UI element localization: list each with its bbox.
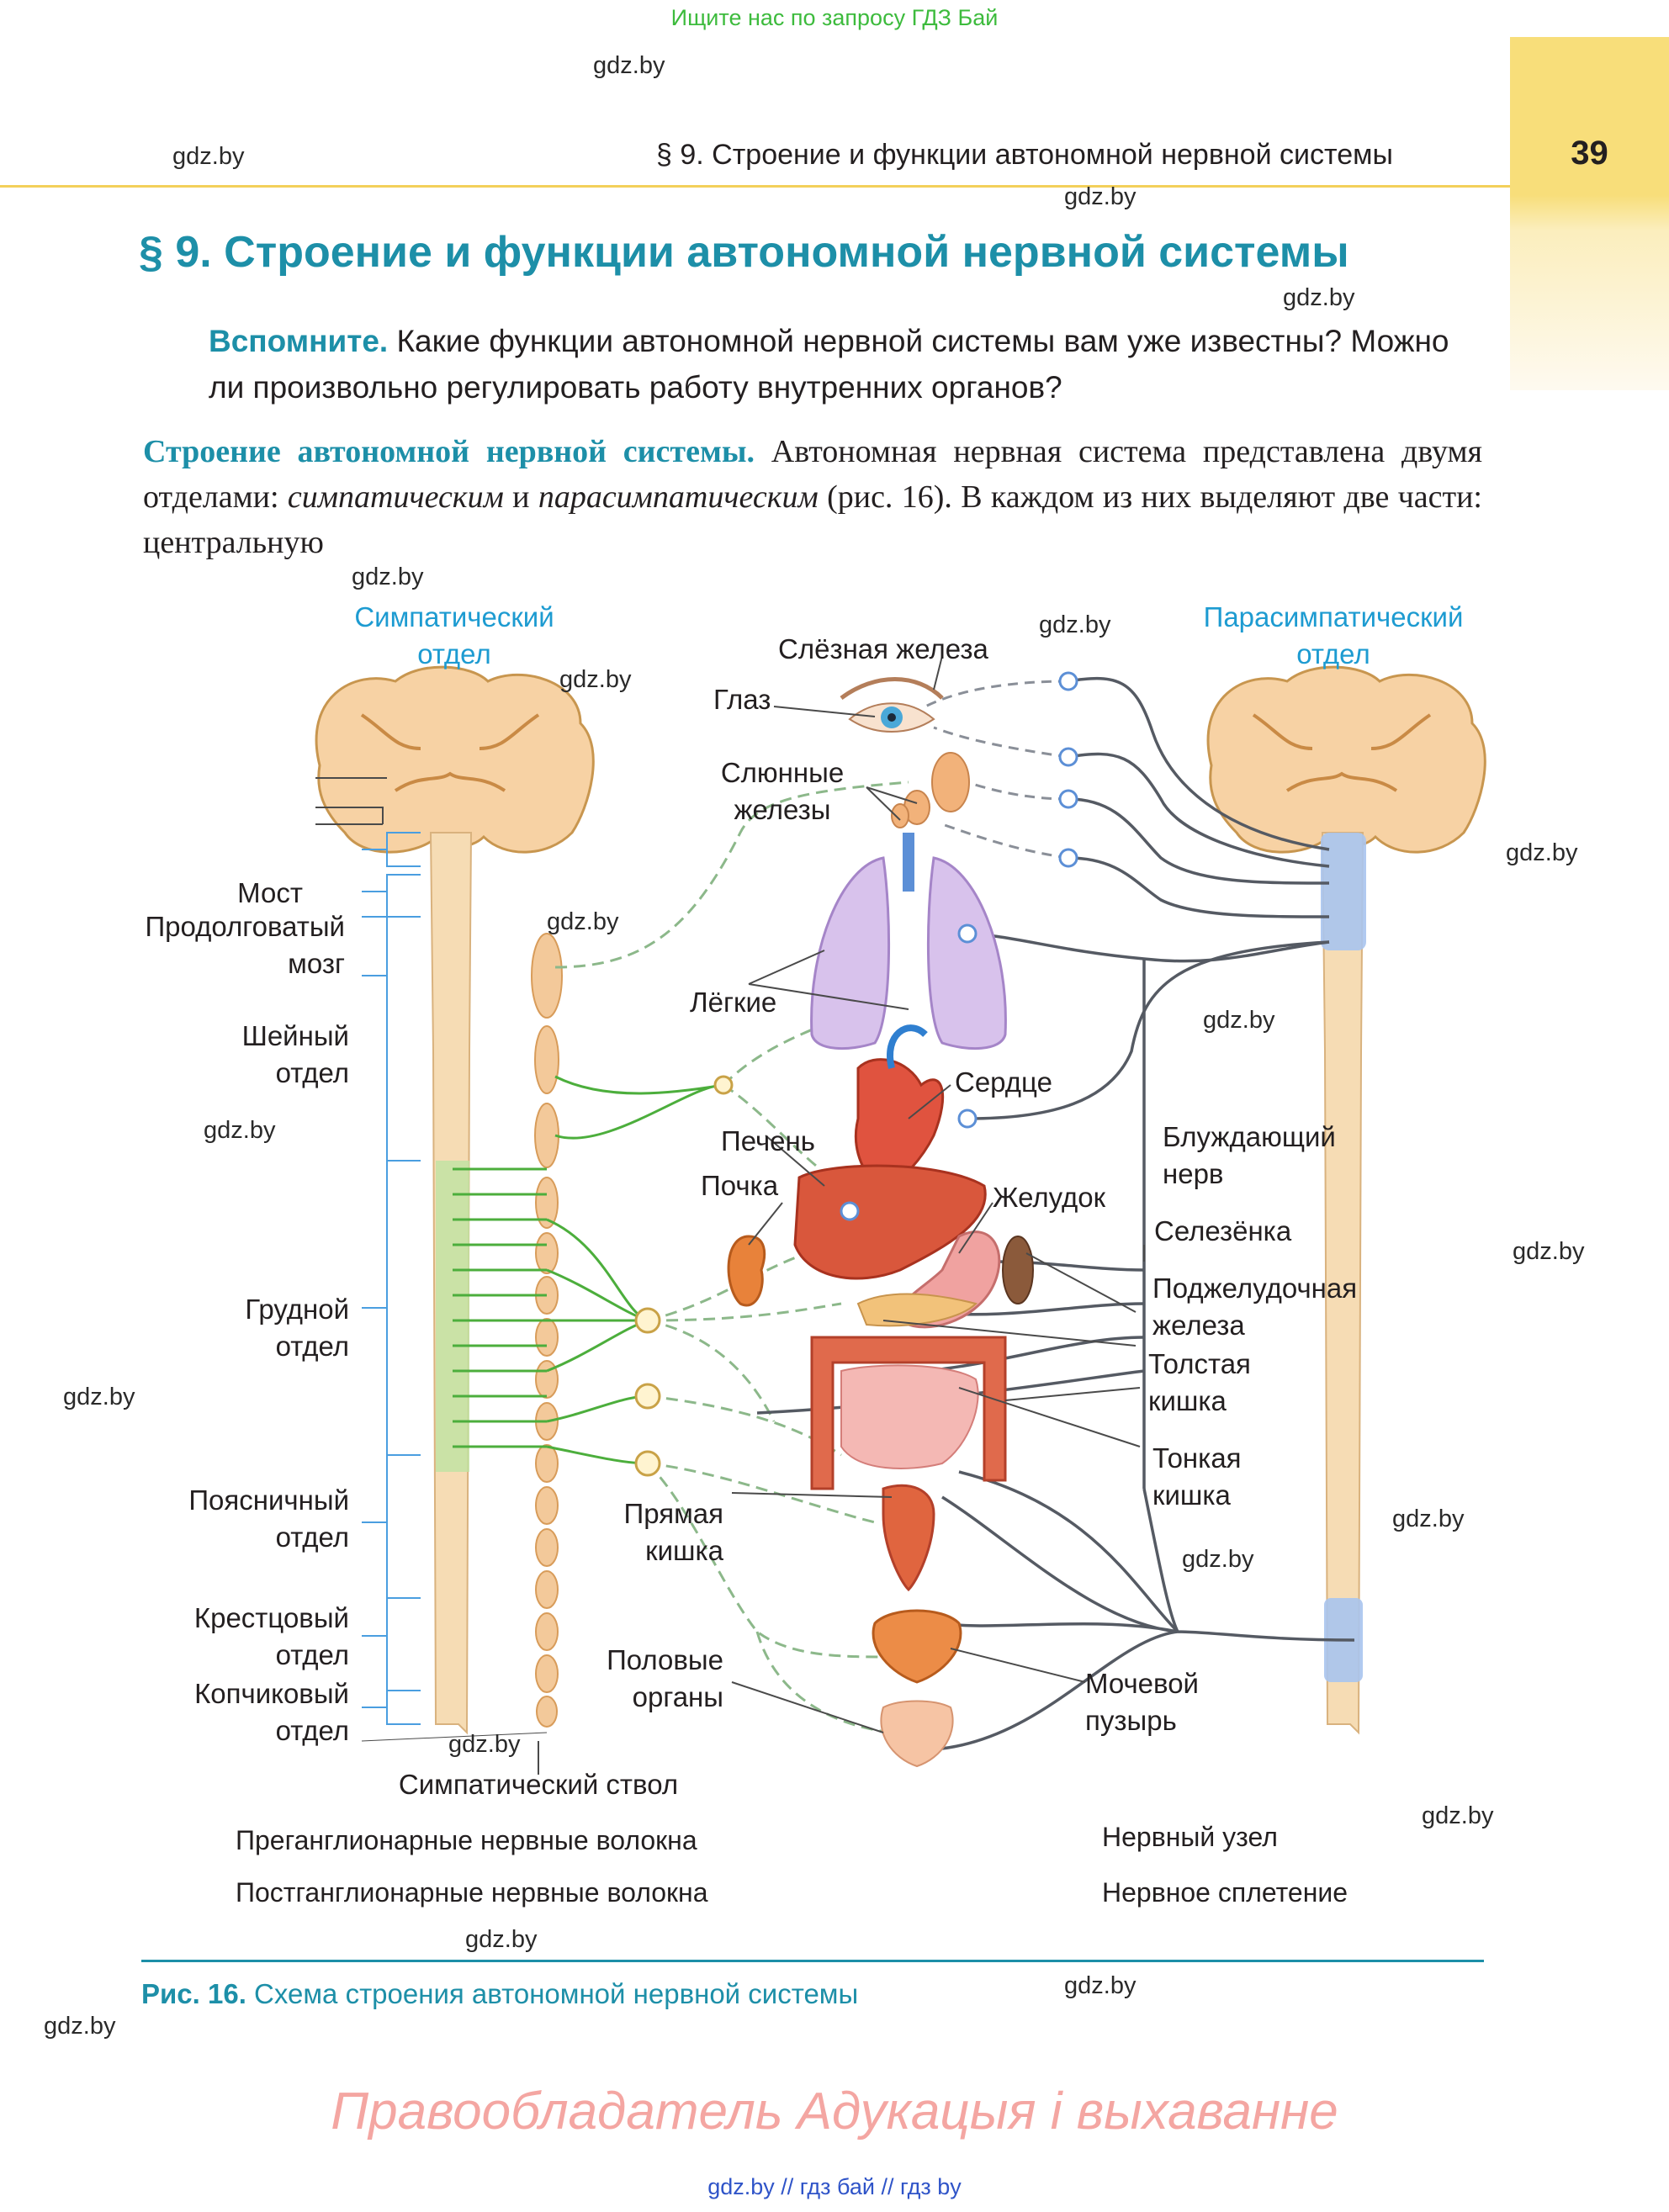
body-paragraph: Строение автономной нервной системы. Авт… xyxy=(143,429,1482,565)
watermark: gdz.by xyxy=(559,666,632,693)
paragraph-text-3: (рис. 16). В каждом из них выделяют две … xyxy=(143,479,1482,560)
watermark: gdz.by xyxy=(448,1731,521,1758)
ans-diagram-svg xyxy=(143,655,1486,1928)
spleen-icon xyxy=(1002,1236,1034,1304)
watermark: gdz.by xyxy=(547,908,619,935)
paragraph-text-2: и xyxy=(503,479,538,515)
label-kidney: Почка xyxy=(701,1170,779,1201)
watermark: gdz.by xyxy=(1506,839,1578,866)
leader-lines xyxy=(315,655,1145,1775)
label-lacrimal: Слёзная железа xyxy=(778,633,988,664)
watermark: gdz.by xyxy=(352,564,424,590)
sympathetic-fibers xyxy=(453,1075,724,1465)
sympathetic-label: Симпатический отдел xyxy=(354,601,554,669)
label-liver: Печень xyxy=(721,1125,815,1156)
plexus-markers xyxy=(634,1075,734,1477)
genitals-icon xyxy=(880,1700,954,1768)
paragraph-term-2: парасимпатическим xyxy=(538,479,819,515)
label-salivary: Слюнные железы xyxy=(720,757,845,825)
parasympathetic-label: Парасимпатический отдел xyxy=(1203,601,1464,669)
copyright-notice: Правообладатель Адукацыя і выхаванне xyxy=(331,2082,1338,2141)
label-thoracic: Грудной отдел xyxy=(245,1294,349,1362)
rectum-icon xyxy=(882,1484,935,1592)
watermark: gdz.by xyxy=(204,1117,276,1144)
caption-lead: Рис. 16. xyxy=(141,1978,246,2009)
label-sacral: Крестцовый отдел xyxy=(193,1602,349,1670)
figure-rule xyxy=(141,1960,1484,1962)
label-lumbar: Поясничный отдел xyxy=(188,1484,349,1553)
label-cervical: Шейный отдел xyxy=(241,1020,349,1088)
watermark: gdz.by xyxy=(465,1926,538,1953)
watermark: gdz.by xyxy=(1182,1546,1254,1573)
section-title: § 9. Строение и функции автономной нервн… xyxy=(139,228,1349,277)
label-sympathetic-trunk: Симпатический ствол xyxy=(398,1769,679,1800)
right-brain-icon xyxy=(1206,665,1486,854)
watermark: gdz.by xyxy=(1064,183,1137,210)
top-search-banner[interactable]: Ищите нас по запросу ГДЗ Бай xyxy=(670,5,999,30)
watermark: gdz.by xyxy=(1513,1238,1585,1265)
small-intestine-icon xyxy=(840,1364,979,1469)
watermark: gdz.by xyxy=(1203,1007,1275,1034)
footer-links[interactable]: gdz.by // гдз бай // гдз by xyxy=(707,2174,962,2199)
label-lungs: Лёгкие xyxy=(690,987,777,1018)
watermark: gdz.by xyxy=(1392,1506,1465,1532)
liver-icon xyxy=(793,1164,987,1280)
legend-pre: Преганглионарные нервные волокна xyxy=(236,1825,697,1855)
label-bladder: Мочевой пузырь xyxy=(1085,1668,1199,1736)
remember-lead: Вспомните. xyxy=(209,324,389,358)
sympathetic-trunk xyxy=(531,933,563,1728)
watermark: gdz.by xyxy=(44,2013,116,2040)
running-head: § 9. Строение и функции автономной нервн… xyxy=(656,139,1393,171)
label-coccygeal: Копчиковый отдел xyxy=(194,1678,349,1746)
label-medulla: Продолговатый мозг xyxy=(145,911,345,979)
watermark: gdz.by xyxy=(1283,284,1355,311)
page-number: 39 xyxy=(1571,135,1608,172)
label-genitals: Половые органы xyxy=(607,1644,723,1712)
salivary-glands-icon xyxy=(891,752,970,828)
thoracic-segment xyxy=(436,1161,469,1472)
label-bridge: Мост xyxy=(237,877,303,908)
parasympathetic-brainstem xyxy=(1321,833,1366,950)
paragraph-lead: Строение автономной нервной системы. xyxy=(143,434,755,469)
page-tab xyxy=(1510,37,1669,390)
label-eye: Глаз xyxy=(713,684,771,715)
pancreas-icon xyxy=(856,1293,978,1327)
label-small-intestine: Тонкая кишка xyxy=(1152,1442,1242,1511)
label-colon: Толстая кишка xyxy=(1148,1348,1251,1416)
legend-ganglion: Нервный узел xyxy=(1102,1822,1278,1852)
legend-plexus: Нервное сплетение xyxy=(1102,1877,1348,1908)
remember-text: Какие функции автономной нервной системы… xyxy=(209,324,1449,405)
paragraph-text-1: Автономная нервная система представлена … xyxy=(143,434,1482,515)
legend-post: Постганглионарные нервные волокна xyxy=(236,1877,708,1908)
left-brain-icon xyxy=(315,665,595,854)
paragraph-term-1: симпатическим xyxy=(287,479,504,515)
ganglion-markers xyxy=(840,671,1078,1221)
label-heart: Сердце xyxy=(955,1066,1052,1098)
bladder-icon xyxy=(872,1609,962,1684)
label-rectum: Прямая кишка xyxy=(623,1498,723,1566)
label-spleen: Селезёнка xyxy=(1154,1215,1292,1246)
label-vagus: Блуждающий нерв xyxy=(1163,1121,1336,1189)
eye-icon xyxy=(840,677,944,733)
figure-caption: Рис. 16. Схема строения автономной нервн… xyxy=(141,1978,858,2010)
lungs-icon xyxy=(810,833,1007,1050)
caption-text: Схема строения автономной нервной систем… xyxy=(246,1978,859,2009)
watermark: gdz.by xyxy=(172,143,245,170)
watermark: gdz.by xyxy=(593,52,665,79)
large-intestine-icon xyxy=(810,1336,1007,1490)
label-stomach: Желудок xyxy=(993,1182,1106,1213)
header-rule xyxy=(0,185,1510,188)
watermark: gdz.by xyxy=(63,1384,135,1410)
watermark: gdz.by xyxy=(1422,1802,1494,1829)
label-pancreas: Поджелудочная железа xyxy=(1152,1273,1358,1341)
kidney-icon xyxy=(727,1235,766,1307)
watermark: gdz.by xyxy=(1064,1972,1137,1999)
remember-block: Вспомните. Какие функции автономной нерв… xyxy=(209,318,1487,410)
parasympathetic-fibers xyxy=(756,676,1355,1751)
watermark: gdz.by xyxy=(1039,611,1111,638)
ans-diagram: Симпатический отдел Парасимпатический от… xyxy=(0,580,1669,1928)
region-brackets xyxy=(362,832,421,1725)
